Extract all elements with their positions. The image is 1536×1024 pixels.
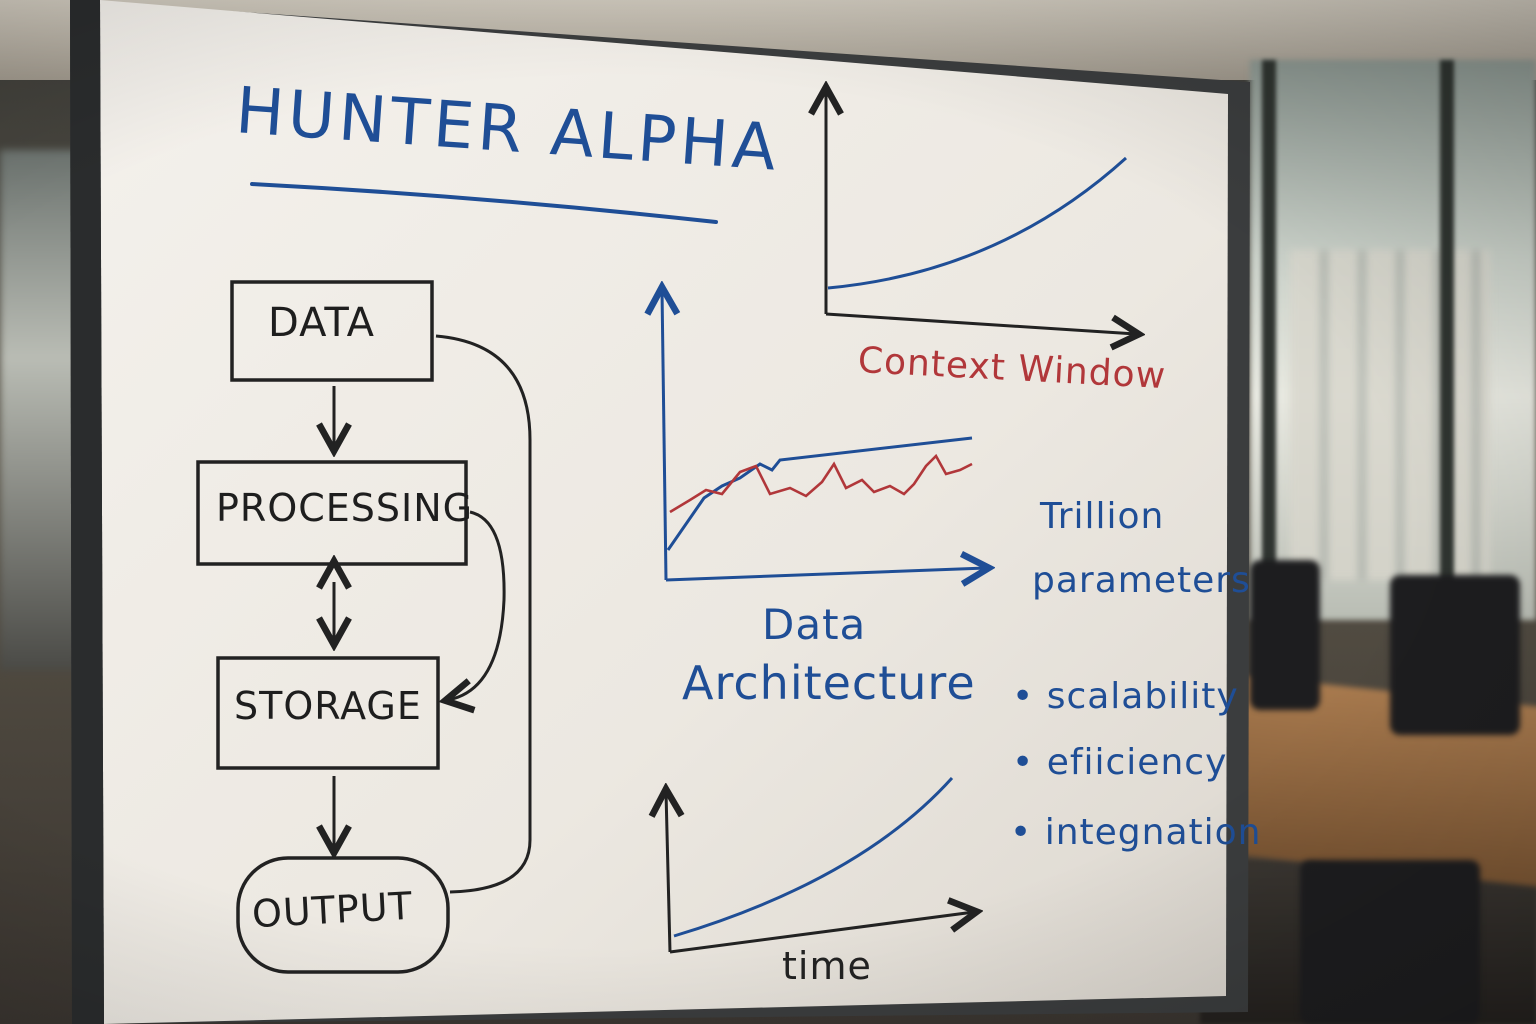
- flowchart-storage-label: STORAGE: [234, 684, 422, 728]
- window-mullion: [1440, 60, 1454, 620]
- bullet-item: • integnation: [1010, 812, 1262, 853]
- top-chart-x-axis: [825, 312, 1136, 334]
- bottom-chart-x-axis: [669, 912, 974, 954]
- loop-processing-to-storage: [448, 510, 506, 700]
- storage-box: [216, 656, 440, 770]
- flowchart-processing-label: PROCESSING: [216, 486, 474, 530]
- window-mullion: [1262, 60, 1276, 620]
- loop-data-to-output: [435, 334, 532, 894]
- left-window-background: [0, 150, 80, 670]
- title-underline: [250, 182, 718, 224]
- bottom-chart-curve: [673, 776, 954, 938]
- data-architecture-label-line1: Data: [762, 600, 867, 649]
- bullet-item: • scalability: [1012, 676, 1239, 717]
- middle-chart-x-axis: [665, 568, 986, 580]
- trillion-label: Trillion: [1040, 496, 1165, 537]
- office-chair: [1300, 860, 1480, 1024]
- middle-chart-red-line: [669, 453, 973, 514]
- office-chair: [1250, 560, 1320, 710]
- bullet-text: integnation: [1044, 812, 1262, 853]
- bullet-text: scalability: [1046, 676, 1239, 717]
- flowchart-data-label: DATA: [268, 300, 376, 346]
- flowchart-output-label: OUTPUT: [250, 883, 414, 937]
- data-box: [230, 280, 434, 382]
- bullet-text: efiiciency: [1046, 742, 1228, 783]
- outside-building: [1290, 250, 1490, 580]
- middle-chart-y-axis: [662, 290, 666, 581]
- parameters-label: parameters: [1032, 560, 1251, 601]
- middle-chart-blue-line: [666, 436, 973, 551]
- bullet-item: • efiiciency: [1012, 742, 1228, 783]
- office-chair: [1390, 575, 1520, 735]
- data-architecture-label-line2: Architecture: [682, 656, 976, 710]
- bottom-chart-y-axis: [666, 792, 670, 953]
- board-left-edge: [70, 0, 104, 1024]
- top-chart-curve: [827, 156, 1128, 290]
- time-axis-label: time: [782, 944, 872, 988]
